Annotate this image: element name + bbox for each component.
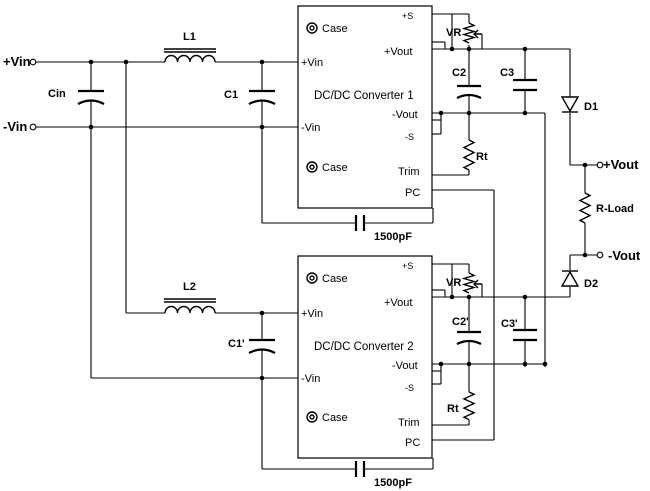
cap-1500pf-2: 1500pF — [354, 461, 412, 489]
c2-capacitor: C2 — [452, 67, 482, 99]
rt-2-label: Rt — [447, 403, 459, 415]
output-terminals: +Vout -Vout — [596, 157, 641, 263]
cin-label: Cin — [48, 88, 66, 100]
converter-2-title: DC/DC Converter 2 — [314, 341, 414, 353]
vr-1-label: VR — [446, 27, 461, 39]
converter-2-pin-plus-s: +S — [402, 261, 413, 271]
vout-neg-label: -Vout — [608, 248, 641, 263]
l1-inductor: L1 — [164, 31, 216, 63]
vr-2-label: VR — [446, 277, 461, 289]
converter-2-pin-minus-s: -S — [405, 383, 414, 393]
converter-1-block: DC/DC Converter 1 Case Case +S +Vout +Vi… — [297, 5, 433, 209]
vr-1-potentiometer: VR — [446, 22, 483, 49]
converter-1-pin-plus-vout: +Vout — [384, 46, 412, 58]
d2-diode: D2 — [560, 270, 598, 290]
c1-prime-capacitor: C1' — [228, 338, 276, 354]
cin-capacitor: Cin — [48, 88, 105, 105]
d1-label: D1 — [584, 101, 598, 113]
converter-1-pin-minus-vout: -Vout — [392, 109, 418, 121]
converter-1-title: DC/DC Converter 1 — [314, 90, 414, 102]
converter-2-case-top: Case — [322, 273, 348, 285]
converter-1-case-bottom: Case — [322, 162, 348, 174]
vout-neg-terminal — [596, 251, 604, 259]
vin-neg-label: -Vin — [3, 119, 27, 134]
converter-1-pin-pc: PC — [405, 187, 420, 199]
d2-label: D2 — [584, 278, 598, 290]
converter-1-pin-minus-vin: -Vin — [301, 122, 320, 134]
case-icon — [306, 411, 318, 423]
case-icon — [306, 272, 318, 284]
cap-1500pf-1-label: 1500pF — [374, 231, 412, 243]
c1-label: C1 — [224, 89, 238, 101]
l2-inductor: L2 — [164, 281, 216, 314]
converter-2-block: DC/DC Converter 2 Case Case +S +Vout +Vi… — [297, 255, 433, 459]
cap-1500pf-1: 1500pF — [354, 215, 412, 243]
vout-pos-label: +Vout — [603, 157, 639, 172]
c2-prime-capacitor: C2' — [452, 316, 482, 345]
vin-neg-terminal — [29, 123, 37, 131]
converter-2-case-bottom: Case — [322, 412, 348, 424]
output-wiring — [432, 13, 597, 441]
c2-prime-label: C2' — [452, 316, 469, 328]
r-load-resistor: R-Load — [578, 192, 634, 224]
c3-prime-label: C3' — [501, 318, 518, 330]
cap-1500pf-2-label: 1500pF — [374, 477, 412, 489]
l1-label: L1 — [183, 31, 196, 43]
converter-2-pin-minus-vin: -Vin — [301, 373, 320, 385]
d1-diode: D1 — [560, 96, 598, 113]
input-wiring — [36, 61, 434, 470]
converter-2-pin-plus-vout: +Vout — [384, 297, 412, 309]
c3-capacitor: C3 — [500, 67, 537, 92]
vr-2-potentiometer: VR — [446, 272, 483, 297]
c3-prime-capacitor: C3' — [501, 318, 537, 342]
c3-label: C3 — [500, 67, 514, 79]
rt-2-resistor: Rt — [447, 391, 476, 421]
converter-2-pin-pc: PC — [405, 437, 420, 449]
converter-2-pin-plus-vin: +Vin — [301, 308, 323, 320]
converter-1-case-top: Case — [322, 23, 348, 35]
converter-2-pin-minus-vout: -Vout — [392, 360, 418, 372]
case-icon — [306, 161, 318, 173]
junction-dots — [88, 46, 588, 381]
input-terminals: +Vin -Vin — [3, 54, 37, 134]
converter-1-pin-minus-s: -S — [405, 132, 414, 142]
converter-1-pin-plus-vin: +Vin — [301, 57, 323, 69]
rt-1-label: Rt — [476, 151, 488, 163]
converter-1-pin-plus-s: +S — [402, 11, 413, 21]
c2-label: C2 — [452, 67, 466, 79]
c1-prime-label: C1' — [228, 338, 245, 350]
converter-2-pin-trim: Trim — [398, 417, 420, 429]
vin-pos-terminal — [29, 58, 37, 66]
vin-pos-label: +Vin — [3, 54, 31, 69]
case-icon — [306, 22, 318, 34]
rt-1-resistor: Rt — [462, 139, 488, 171]
r-load-label: R-Load — [596, 203, 634, 215]
vout-pos-terminal — [596, 161, 604, 169]
l2-label: L2 — [183, 281, 196, 293]
c1-capacitor: C1 — [224, 89, 276, 105]
converter-1-pin-trim: Trim — [398, 166, 420, 178]
